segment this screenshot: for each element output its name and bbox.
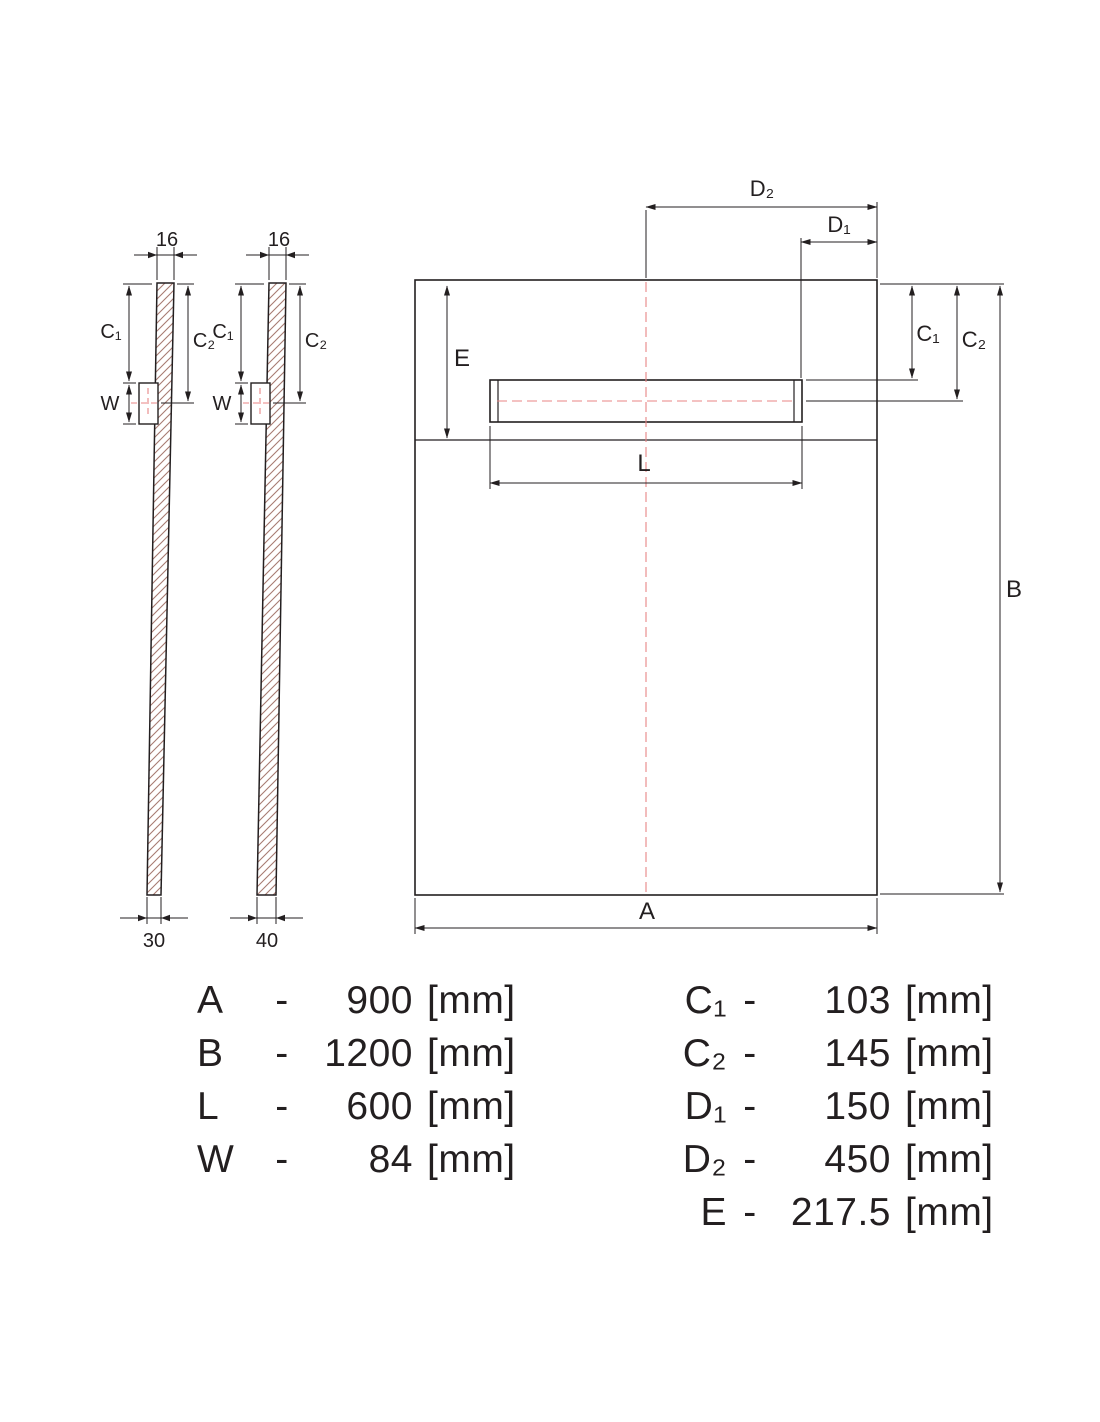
dim-label-30: 30 — [143, 930, 165, 952]
dimension-row-l: L - 600 [mm] — [197, 1080, 545, 1133]
flange-centerline-40 — [243, 388, 278, 418]
dim-separator: - — [275, 1032, 289, 1075]
dim-letter: D₁ — [684, 1085, 727, 1128]
c2-dimension-40 — [273, 283, 306, 404]
dim-label-c2: C₂ — [305, 330, 327, 352]
dim-unit: [mm] — [905, 1085, 994, 1128]
dim-separator: - — [743, 1191, 757, 1234]
dim-label-b: B — [1006, 576, 1022, 603]
dim-label-c1: C₁ — [916, 321, 939, 346]
dimension-row-e: E - 217.5 [mm] — [663, 1186, 1023, 1239]
dim-value: 217.5 — [790, 1191, 891, 1234]
dim-label-c1: C₁ — [212, 321, 233, 343]
dim-unit: [mm] — [905, 979, 994, 1022]
dimension-row-w: W - 84 [mm] — [197, 1133, 545, 1186]
dim-label-d1: D₁ — [827, 212, 850, 237]
dimensions-column-right: C₁ - 103 [mm] C₂ - 145 [mm] D₁ - 150 [mm… — [663, 974, 1023, 1239]
dim-separator: - — [743, 979, 757, 1022]
dimensions-table: A - 900 [mm] B - 1200 [mm] L - 600 [mm] … — [197, 974, 1100, 1239]
dim-label-e: E — [454, 345, 470, 372]
dim-value: 600 — [346, 1085, 413, 1128]
dim-separator: - — [275, 1085, 289, 1128]
dim-separator: - — [275, 1138, 289, 1181]
drain-centerlines — [497, 282, 795, 893]
dim-unit: [mm] — [905, 1032, 994, 1075]
bottom-width-40-dimension — [230, 897, 303, 924]
dim-label-d2: D₂ — [750, 176, 774, 201]
c1-dimension-40 — [235, 283, 264, 384]
plan-view: D₂ D₁ C₁ C₂ B — [414, 176, 1022, 934]
dim-unit: [mm] — [427, 1032, 516, 1075]
dimension-row-b: B - 1200 [mm] — [197, 1027, 545, 1080]
c2-dimension-30 — [161, 283, 194, 404]
dim-label-w: W — [213, 393, 232, 415]
b-dimension — [880, 285, 1004, 895]
dimensions-column-left: A - 900 [mm] B - 1200 [mm] L - 600 [mm] … — [197, 974, 545, 1239]
c1-dimension-30 — [123, 283, 152, 384]
dim-letter: B — [197, 1032, 224, 1075]
dim-letter: C₁ — [684, 979, 727, 1022]
dim-value: 150 — [824, 1085, 891, 1128]
dimension-row-c2: C₂ - 145 [mm] — [663, 1027, 1023, 1080]
dimension-row-c1: C₁ - 103 [mm] — [663, 974, 1023, 1027]
dim-separator: - — [275, 979, 289, 1022]
dimension-row-a: A - 900 [mm] — [197, 974, 545, 1027]
dim-value: 145 — [824, 1032, 891, 1075]
dim-value: 900 — [346, 979, 413, 1022]
flange-centerline-30 — [131, 388, 166, 418]
dim-value: 103 — [824, 979, 891, 1022]
dim-label-a: A — [639, 898, 655, 925]
dim-label-40: 40 — [256, 930, 278, 952]
dim-separator: - — [743, 1032, 757, 1075]
l-dimension — [489, 426, 803, 489]
dim-label-c1: C₁ — [100, 321, 121, 343]
side-view-40: 16 C₁ C₂ W — [212, 229, 327, 952]
dim-value: 84 — [368, 1138, 413, 1181]
dim-letter: W — [197, 1138, 235, 1181]
dim-label-16: 16 — [268, 229, 290, 251]
dim-unit: [mm] — [905, 1138, 994, 1181]
bottom-width-30-dimension — [120, 897, 188, 924]
a-dimension — [414, 898, 878, 934]
tray-outline — [414, 279, 878, 896]
c1-dimension-plan — [806, 283, 1004, 381]
dimension-row-d2: D₂ - 450 [mm] — [663, 1133, 1023, 1186]
dim-label-l: L — [637, 450, 650, 477]
dim-letter: A — [197, 979, 224, 1022]
dim-unit: [mm] — [427, 1085, 516, 1128]
dim-value: 450 — [824, 1138, 891, 1181]
dimension-row-d1: D₁ - 150 [mm] — [663, 1080, 1023, 1133]
dim-label-16: 16 — [156, 229, 178, 251]
wedge-profile-40 — [256, 282, 287, 896]
dim-value: 1200 — [324, 1032, 413, 1075]
top-width-16-dimension — [134, 247, 197, 280]
dim-letter: D₂ — [682, 1138, 727, 1181]
top-width-16-dimension-2 — [246, 247, 309, 280]
dim-letter: E — [700, 1191, 727, 1234]
dim-label-w: W — [101, 393, 120, 415]
dim-separator: - — [743, 1138, 757, 1181]
w-dimension-30 — [123, 384, 136, 425]
wedge-profile-30 — [146, 282, 175, 896]
dim-separator: - — [743, 1085, 757, 1128]
dim-letter: L — [197, 1085, 220, 1128]
dim-unit: [mm] — [905, 1191, 994, 1234]
w-dimension-40 — [235, 384, 248, 425]
dim-unit: [mm] — [427, 1138, 516, 1181]
drawing-canvas: 16 C₁ C₂ W — [100, 176, 1022, 952]
side-view-30: 16 C₁ C₂ W — [100, 229, 215, 952]
dim-label-c2: C₂ — [193, 330, 215, 352]
d1-dimension — [800, 238, 878, 378]
dim-letter: C₂ — [682, 1032, 727, 1075]
dim-unit: [mm] — [427, 979, 516, 1022]
c2-dimension-plan — [806, 285, 963, 402]
dim-label-c2: C₂ — [962, 327, 986, 352]
